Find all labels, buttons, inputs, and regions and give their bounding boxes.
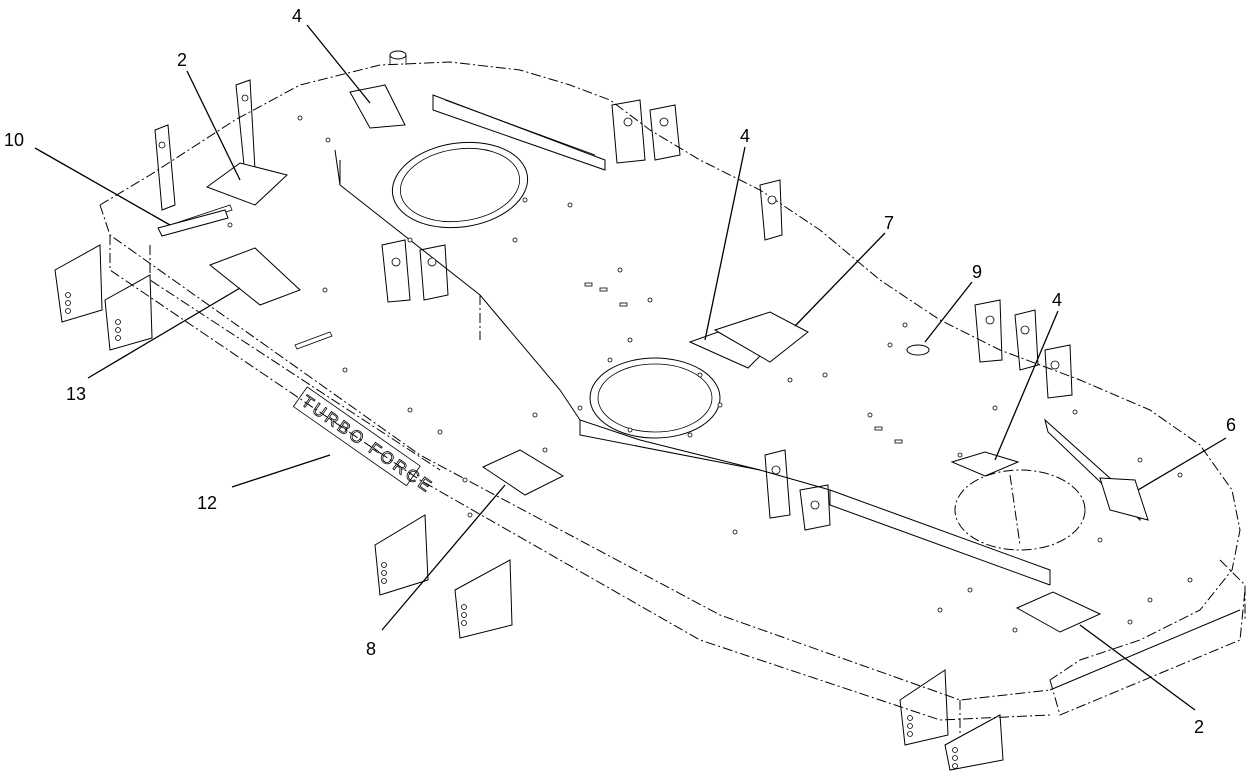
- leader-10: [34, 147, 171, 226]
- leader-4-right: [994, 310, 1059, 461]
- mounting-brackets: [54, 50, 1073, 771]
- bolt-holes: [169, 115, 1193, 633]
- leader-lines: [34, 24, 1227, 711]
- leader-2-bottom: [1079, 624, 1196, 711]
- callout-12: 12: [197, 493, 217, 513]
- deck-brand-text: TURBO FORCE: [298, 392, 437, 497]
- callout-7: 7: [884, 213, 894, 233]
- leader-13: [87, 287, 241, 379]
- decal-4-right: [950, 451, 1020, 477]
- decal-4-rear: [349, 84, 406, 129]
- decal-6: [1099, 477, 1149, 521]
- decal-10: [157, 209, 229, 237]
- leader-4-top: [306, 24, 371, 104]
- callout-labels: 4 2 10 4 7 9 4 13 6 12 8 2: [4, 6, 1236, 737]
- decal-8: [481, 449, 565, 496]
- callout-4-right: 4: [1052, 290, 1062, 310]
- decal-2-front: [1015, 591, 1102, 633]
- leader-2-left: [186, 70, 241, 181]
- callout-9: 9: [972, 262, 982, 282]
- callout-10: 10: [4, 130, 24, 150]
- callout-8: 8: [366, 639, 376, 659]
- blade-openings: [391, 141, 1086, 551]
- decal-13: [209, 247, 301, 306]
- leader-12: [231, 454, 331, 488]
- leader-7: [794, 232, 886, 327]
- leader-4-mid: [704, 146, 746, 341]
- mower-deck-outline: [99, 61, 1246, 735]
- leader-6: [1137, 437, 1227, 491]
- turbo-force-brand-decal: TURBO FORCE: [292, 386, 438, 498]
- callout-6: 6: [1226, 415, 1236, 435]
- callout-4-top: 4: [292, 6, 302, 26]
- callout-2-bottom: 2: [1194, 717, 1204, 737]
- callout-2-left: 2: [177, 50, 187, 70]
- decal-9: [906, 344, 930, 356]
- decal-7: [713, 311, 809, 363]
- leader-9: [924, 281, 973, 343]
- callout-13: 13: [66, 384, 86, 404]
- leader-8: [381, 484, 506, 631]
- callout-4-mid: 4: [740, 126, 750, 146]
- decal-2-left: [205, 162, 289, 206]
